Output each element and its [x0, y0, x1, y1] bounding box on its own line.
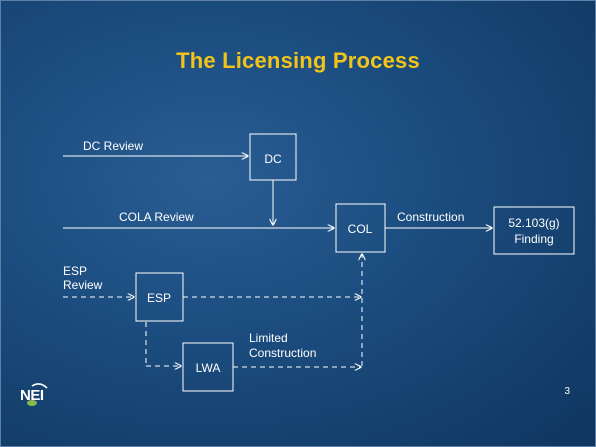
dc-box-label: DC [264, 152, 282, 166]
col-box-label: COL [348, 222, 373, 236]
dc-review-label: DC Review [83, 139, 143, 153]
finding-box-line2: Finding [514, 232, 553, 246]
page-number: 3 [564, 386, 570, 397]
esp-review-label-line1: ESP [63, 264, 87, 278]
esp-box [135, 272, 184, 322]
nei-logo: NEI [20, 383, 48, 406]
col-box [335, 203, 386, 253]
cola-review-label: COLA Review [119, 210, 194, 224]
limited-construction-label-line1: Limited [249, 331, 288, 345]
dc-box [249, 133, 297, 181]
esp-review-label-line2: Review [63, 278, 103, 292]
lwa-box [182, 342, 234, 392]
nei-logo-mark [27, 400, 37, 406]
limited-construction-label-line2: Construction [249, 346, 316, 360]
nei-logo-swoosh [31, 383, 48, 389]
nei-logo-text: NEI [20, 387, 44, 404]
lwa-box-label: LWA [196, 361, 221, 375]
slide-title: The Licensing Process [176, 48, 420, 73]
finding-box [493, 206, 575, 255]
esp-box-label: ESP [147, 291, 171, 305]
construction-label: Construction [397, 210, 464, 224]
finding-box-line1: 52.103(g) [508, 216, 559, 230]
